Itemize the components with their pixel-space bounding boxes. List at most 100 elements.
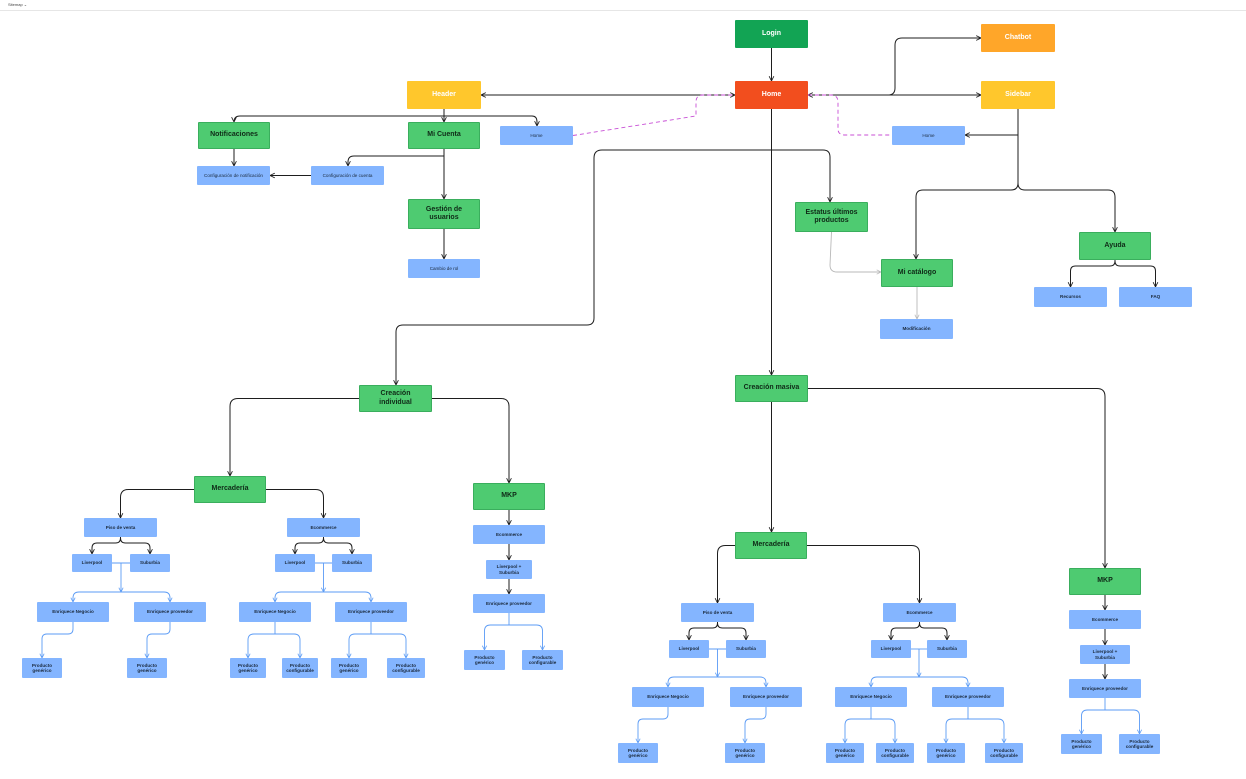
node-merc1[interactable]: Mercadería bbox=[194, 476, 266, 503]
node-home_s[interactable]: Home bbox=[892, 126, 965, 145]
node-pg2c[interactable]: Producto genérico bbox=[826, 743, 864, 763]
node-pg1c[interactable]: Producto genérico bbox=[230, 658, 266, 678]
node-pg1a[interactable]: Producto genérico bbox=[22, 658, 62, 678]
board-breadcrumb[interactable]: Sitemap ⌄ bbox=[8, 2, 28, 7]
connector-49 bbox=[371, 633, 406, 658]
node-livsub2[interactable]: Liverpool + Suburbia bbox=[1080, 645, 1130, 664]
node-pg1d[interactable]: Producto genérico bbox=[331, 658, 367, 678]
node-confcuenta[interactable]: Configuración de cuenta bbox=[311, 166, 384, 185]
node-sub1a[interactable]: Suburbia bbox=[130, 554, 170, 572]
connector-26 bbox=[230, 398, 359, 477]
node-mkp2[interactable]: MKP bbox=[1069, 568, 1141, 595]
connector-30 bbox=[92, 537, 121, 554]
connector-8 bbox=[531, 115, 537, 126]
connector-61 bbox=[717, 622, 747, 640]
node-eprov2b[interactable]: Enriquece proveedor bbox=[932, 687, 1004, 707]
connector-28 bbox=[121, 489, 194, 519]
connector-17 bbox=[916, 135, 1019, 259]
connector-21 bbox=[829, 231, 881, 272]
connector-84 bbox=[1082, 709, 1105, 734]
node-pgk2[interactable]: Producto genérico bbox=[1061, 734, 1102, 754]
connector-79 bbox=[968, 718, 1004, 743]
connector-19 bbox=[1071, 260, 1116, 287]
connector-40 bbox=[275, 591, 324, 602]
node-pc1c[interactable]: Producto configurable bbox=[282, 658, 318, 678]
node-pg2d[interactable]: Producto genérico bbox=[927, 743, 965, 763]
connector-66 bbox=[668, 676, 718, 687]
node-eprov1b[interactable]: Enriquece proveedor bbox=[335, 602, 407, 622]
node-recursos[interactable]: Recursos bbox=[1034, 287, 1107, 307]
node-faq[interactable]: FAQ bbox=[1119, 287, 1192, 307]
node-mkp1[interactable]: MKP bbox=[473, 483, 545, 510]
node-sub2a[interactable]: Suburbia bbox=[726, 640, 766, 658]
node-sidebar[interactable]: Sidebar bbox=[981, 81, 1055, 109]
node-eco1[interactable]: Ecommerce bbox=[287, 518, 360, 537]
node-livsub1[interactable]: Liverpool + Suburbia bbox=[486, 560, 532, 579]
node-cmas[interactable]: Creación masiva bbox=[735, 375, 808, 402]
node-modif[interactable]: Modificación bbox=[880, 319, 953, 339]
node-eprov1a[interactable]: Enriquece proveedor bbox=[134, 602, 206, 622]
node-ecomk2[interactable]: Ecommerce bbox=[1069, 610, 1141, 629]
connector-11 bbox=[348, 149, 445, 166]
node-liv2a[interactable]: Liverpool bbox=[669, 640, 709, 658]
node-cambiorol[interactable]: Cambio de rol bbox=[408, 259, 480, 278]
connector-57 bbox=[808, 388, 1105, 569]
node-pck2[interactable]: Producto configurable bbox=[1119, 734, 1160, 754]
node-notif[interactable]: Notificaciones bbox=[198, 122, 270, 149]
node-catalogo[interactable]: Mi catálogo bbox=[881, 259, 953, 287]
connector-59 bbox=[807, 545, 920, 604]
connector-45 bbox=[248, 633, 275, 658]
node-pg1b[interactable]: Producto genérico bbox=[127, 658, 167, 678]
node-chatbot[interactable]: Chatbot bbox=[981, 24, 1055, 52]
toolbar-divider bbox=[0, 10, 1246, 11]
node-home_h[interactable]: Home bbox=[500, 126, 573, 145]
connector-14 bbox=[572, 94, 735, 136]
node-estatus[interactable]: Estatus últimos productos bbox=[795, 202, 868, 232]
node-login[interactable]: Login bbox=[735, 20, 808, 48]
connector-27 bbox=[432, 398, 509, 484]
node-eprov2a[interactable]: Enriquece proveedor bbox=[730, 687, 802, 707]
node-pg2b[interactable]: Producto genérico bbox=[725, 743, 765, 763]
node-ecomk1[interactable]: Ecommerce bbox=[473, 525, 545, 544]
node-eprovk2[interactable]: Enriquece proveedor bbox=[1069, 679, 1141, 698]
connector-43 bbox=[147, 622, 171, 658]
connector-58 bbox=[718, 545, 735, 604]
node-eneg1b[interactable]: Enriquece Negocio bbox=[239, 602, 311, 622]
node-pdv1[interactable]: Piso de venta bbox=[84, 518, 157, 537]
node-ayuda[interactable]: Ayuda bbox=[1079, 232, 1151, 260]
connector-48 bbox=[349, 633, 371, 658]
connector-31 bbox=[120, 537, 151, 554]
node-header[interactable]: Header bbox=[407, 81, 481, 109]
node-pck1[interactable]: Producto configurable bbox=[522, 650, 563, 670]
node-liv1a[interactable]: Liverpool bbox=[72, 554, 112, 572]
node-confnotif[interactable]: Configuración de notificación bbox=[197, 166, 270, 185]
node-sub2b[interactable]: Suburbia bbox=[927, 640, 967, 658]
node-pdv2[interactable]: Piso de venta bbox=[681, 603, 754, 622]
node-eneg2a[interactable]: Enriquece Negocio bbox=[632, 687, 704, 707]
node-pc2d[interactable]: Producto configurable bbox=[985, 743, 1023, 763]
connector-6 bbox=[234, 115, 241, 122]
node-merc2[interactable]: Mercadería bbox=[735, 532, 807, 559]
node-liv2b[interactable]: Liverpool bbox=[871, 640, 911, 658]
connector-18 bbox=[1017, 182, 1115, 232]
node-sub1b[interactable]: Suburbia bbox=[332, 554, 372, 572]
connector-72 bbox=[638, 707, 669, 743]
node-eco2[interactable]: Ecommerce bbox=[883, 603, 956, 622]
connector-42 bbox=[42, 622, 74, 658]
node-micuenta[interactable]: Mi Cuenta bbox=[408, 122, 480, 149]
node-cind[interactable]: Creación individual bbox=[359, 385, 432, 412]
connector-73 bbox=[745, 707, 767, 743]
node-eneg1a[interactable]: Enriquece Negocio bbox=[37, 602, 109, 622]
node-gestion[interactable]: Gestión de usuarios bbox=[408, 199, 480, 229]
node-eprovk1[interactable]: Enriquece proveedor bbox=[473, 594, 545, 613]
node-pg2a[interactable]: Producto genérico bbox=[618, 743, 658, 763]
node-pc1d[interactable]: Producto configurable bbox=[387, 658, 425, 678]
connector-76 bbox=[871, 718, 895, 743]
node-pc2c[interactable]: Producto configurable bbox=[876, 743, 914, 763]
node-pgk1[interactable]: Producto genérico bbox=[464, 650, 505, 670]
node-liv1b[interactable]: Liverpool bbox=[275, 554, 315, 572]
connector-41 bbox=[323, 591, 372, 602]
connector-32 bbox=[295, 537, 324, 554]
node-eneg2b[interactable]: Enriquece Negocio bbox=[835, 687, 907, 707]
node-home[interactable]: Home bbox=[735, 81, 808, 109]
